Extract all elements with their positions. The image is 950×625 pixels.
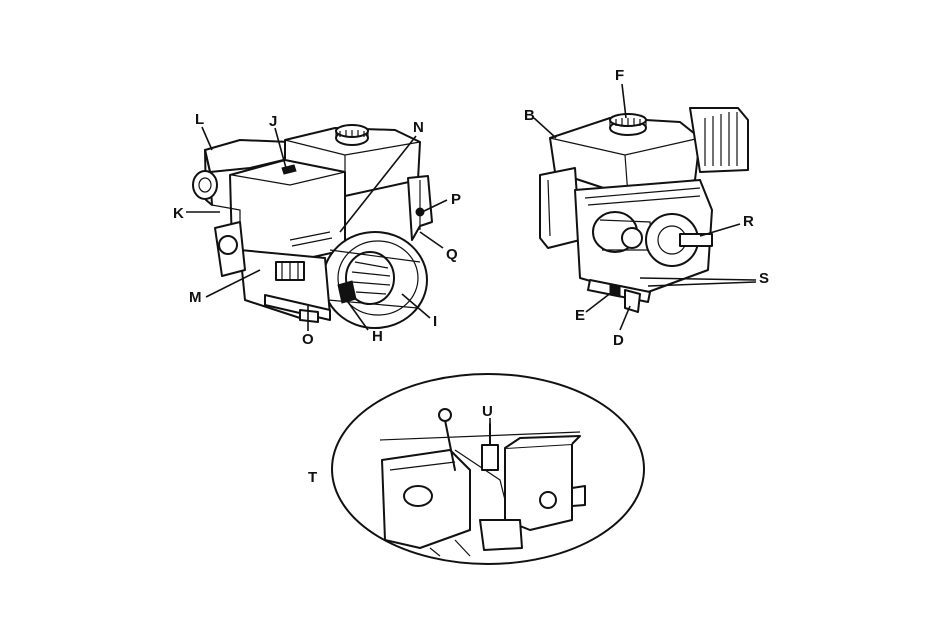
callout-T: T: [308, 470, 317, 485]
callout-S: S: [759, 271, 769, 286]
callout-B: B: [524, 108, 535, 123]
callout-E: E: [575, 308, 585, 323]
callout-N: N: [413, 120, 424, 135]
left-engine-drawing: [193, 125, 432, 328]
callout-K: K: [173, 206, 184, 221]
callout-M: M: [189, 290, 202, 305]
callout-F: F: [615, 68, 624, 83]
callout-Q: Q: [446, 247, 458, 262]
callout-R: R: [743, 214, 754, 229]
callout-U: U: [482, 404, 493, 419]
callout-D: D: [613, 333, 624, 348]
callout-L: L: [195, 112, 204, 127]
callout-J: J: [269, 114, 277, 129]
callout-H: H: [372, 329, 383, 344]
right-engine-drawing: [540, 108, 748, 312]
callout-I: I: [433, 314, 437, 329]
callout-P: P: [451, 192, 461, 207]
callout-O: O: [302, 332, 314, 347]
